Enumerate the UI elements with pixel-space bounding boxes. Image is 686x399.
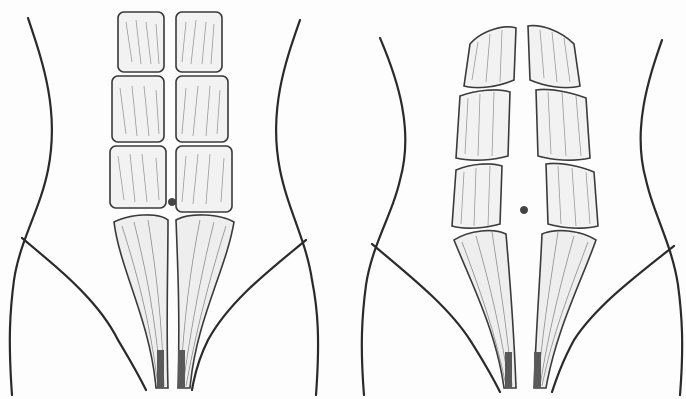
left-pad-l2 (112, 76, 164, 142)
right-rectus-upper (452, 26, 598, 229)
left-torso-right-outline (276, 20, 318, 395)
right-pad-l3 (452, 164, 502, 228)
left-torso (10, 12, 318, 395)
right-pad-r2 (536, 89, 590, 160)
right-tendon-l (505, 352, 512, 388)
left-rectus-upper (110, 12, 232, 212)
left-torso-left-outline (10, 18, 52, 395)
right-pad-r1 (528, 26, 580, 88)
right-tendon-r (534, 352, 541, 388)
right-torso (362, 26, 682, 395)
left-navel (168, 198, 176, 206)
right-pad-l2 (456, 90, 510, 160)
right-torso-right-outline (641, 40, 683, 395)
left-tendon-l (157, 350, 164, 388)
left-tendon-r (178, 350, 185, 388)
right-navel (520, 206, 528, 214)
right-rectus-lower (454, 231, 596, 388)
left-pad-r1 (176, 12, 222, 72)
right-torso-left-outline (362, 38, 406, 395)
